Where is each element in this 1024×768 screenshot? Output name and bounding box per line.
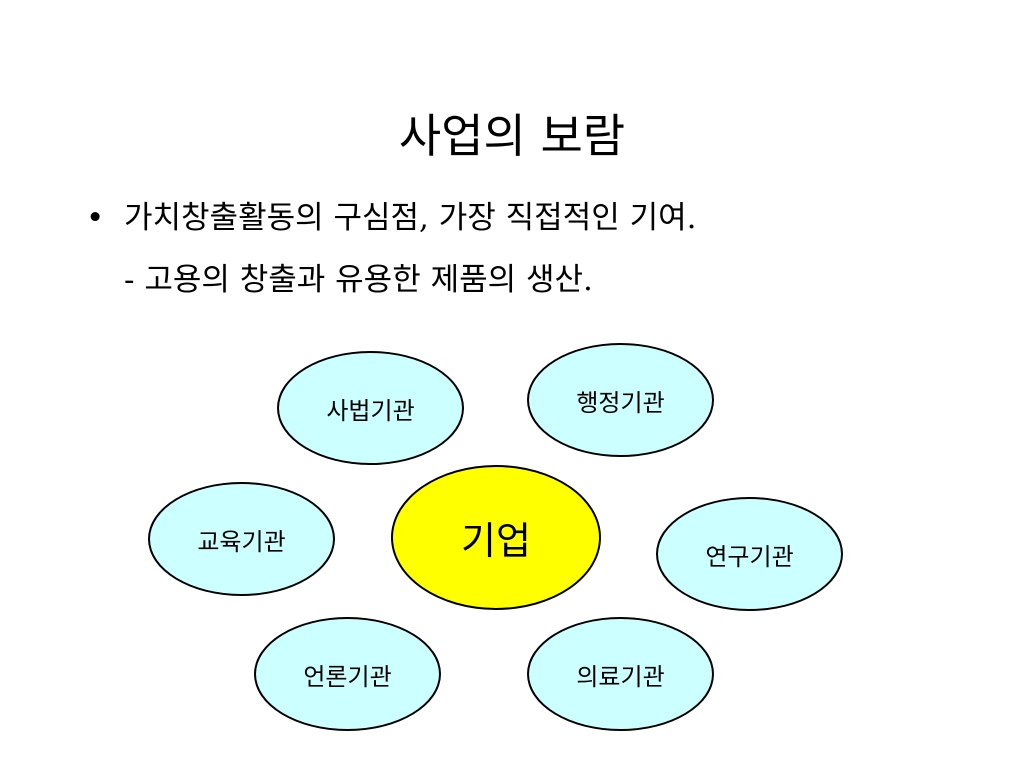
bullet-marker: • xyxy=(86,200,105,236)
slide-title: 사업의 보람 xyxy=(398,109,626,163)
node-center-company: 기업 xyxy=(391,465,601,610)
node-medical: 의료기관 xyxy=(527,617,714,731)
node-education: 교육기관 xyxy=(148,482,335,596)
bullet-text: 가치창출활동의 구심점, 가장 직접적인 기여. xyxy=(124,200,697,236)
node-administrative: 행정기관 xyxy=(527,343,714,457)
bullet-subtext: - 고용의 창출과 유용한 제품의 생산. xyxy=(124,262,593,298)
node-judicial: 사법기관 xyxy=(277,351,464,465)
node-press: 언론기관 xyxy=(254,617,441,731)
bullet-item: • 가치창출활동의 구심점, 가장 직접적인 기여. xyxy=(86,196,696,240)
node-research: 연구기관 xyxy=(656,497,843,611)
